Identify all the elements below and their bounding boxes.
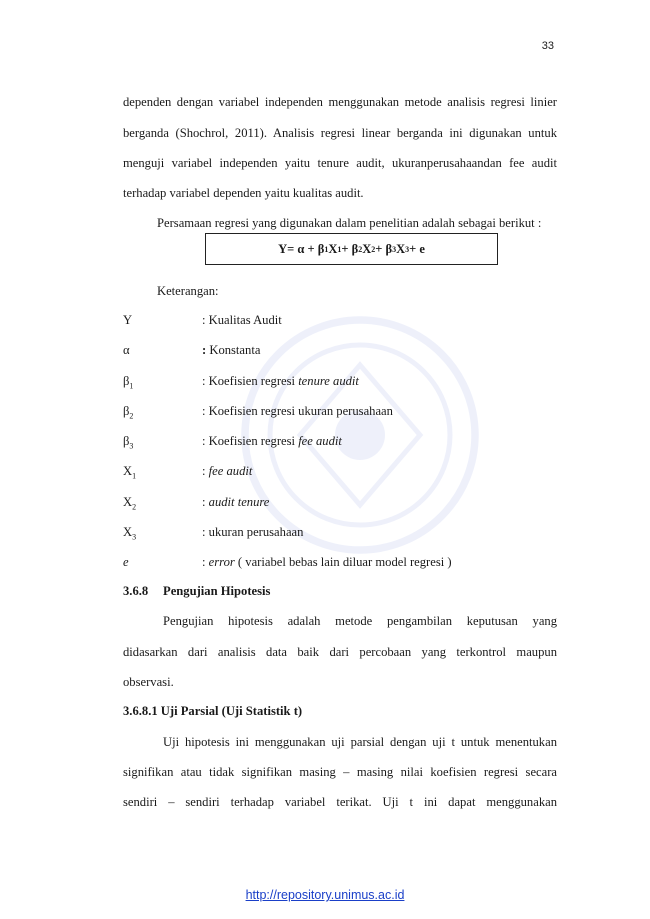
- definition-row: Y : Kualitas Audit: [123, 313, 282, 327]
- paragraph-line: Pengujian hipotesis adalah metode pengam…: [163, 614, 557, 628]
- definition-row: e : error ( variabel bebas lain diluar m…: [123, 555, 452, 569]
- definition-row: α : Konstanta: [123, 343, 261, 357]
- definition-row: X3 : ukuran perusahaan: [123, 525, 304, 542]
- page-number: 33: [541, 40, 554, 52]
- definition-row: β1 : Koefisien regresi tenure audit: [123, 374, 359, 391]
- paragraph-line: Uji hipotesis ini menggunakan uji parsia…: [163, 735, 557, 749]
- paragraph-line: sendiri – sendiri terhadap variabel teri…: [123, 795, 557, 809]
- footer-repository-link-wrap: http://repository.unimus.ac.id: [0, 888, 650, 902]
- equation-intro: Persamaan regresi yang digunakan dalam p…: [157, 216, 542, 230]
- paragraph-line: berganda (Shochrol, 2011). Analisis regr…: [123, 126, 557, 140]
- definition-row: X2 : audit tenure: [123, 495, 270, 512]
- repository-link[interactable]: http://repository.unimus.ac.id: [245, 888, 405, 902]
- definition-row: β3 : Koefisien regresi fee audit: [123, 434, 342, 451]
- paragraph-line: terhadap variabel dependen yaitu kualita…: [123, 186, 364, 200]
- paragraph-line: didasarkan dari analisis data baik dari …: [123, 645, 557, 659]
- definition-row: β2 : Koefisien regresi ukuran perusahaan: [123, 404, 393, 421]
- paragraph-line: dependen dengan variabel independen meng…: [123, 95, 557, 109]
- paragraph-line: menguji variabel independen yaitu tenure…: [123, 156, 557, 170]
- section-heading-3681: 3.6.8.1 Uji Parsial (Uji Statistik t): [123, 704, 303, 718]
- paragraph-line: signifikan atau tidak signifikan masing …: [123, 765, 557, 779]
- university-seal-watermark: [241, 316, 479, 554]
- paragraph-line: observasi.: [123, 675, 174, 689]
- definition-row: X1 : fee audit: [123, 464, 253, 481]
- keterangan-label: Keterangan:: [157, 284, 219, 298]
